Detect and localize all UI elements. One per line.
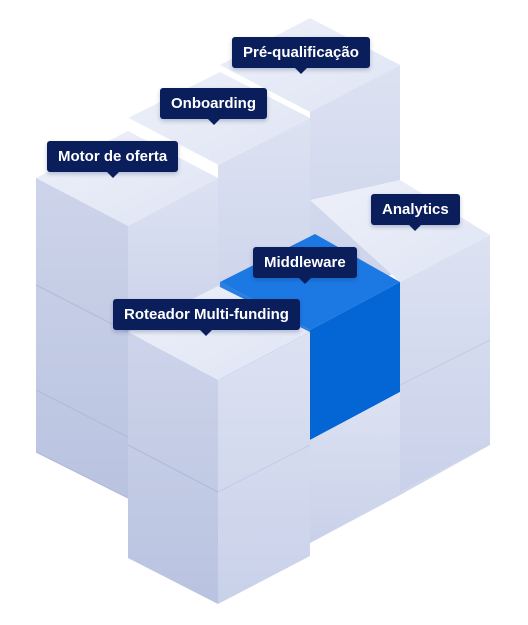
label-analytics-text: Analytics xyxy=(382,201,449,218)
label-middleware-text: Middleware xyxy=(264,254,346,271)
label-onboarding-text: Onboarding xyxy=(171,95,256,112)
block-stack-analytics xyxy=(310,180,491,492)
label-motor-de-oferta-text: Motor de oferta xyxy=(58,148,168,165)
block-lower-right xyxy=(310,392,490,543)
label-roteador-multi-funding: Roteador Multi-funding xyxy=(113,299,300,336)
label-analytics: Analytics xyxy=(371,194,460,231)
label-middleware: Middleware xyxy=(253,247,357,284)
label-onboarding: Onboarding xyxy=(160,88,267,125)
label-roteador-multi-funding-text: Roteador Multi-funding xyxy=(124,306,289,323)
label-pre-qualificacao: Pré-qualificação xyxy=(232,37,370,74)
label-motor-de-oferta: Motor de oferta xyxy=(47,141,179,178)
label-pre-qualificacao-text: Pré-qualificação xyxy=(243,44,359,61)
